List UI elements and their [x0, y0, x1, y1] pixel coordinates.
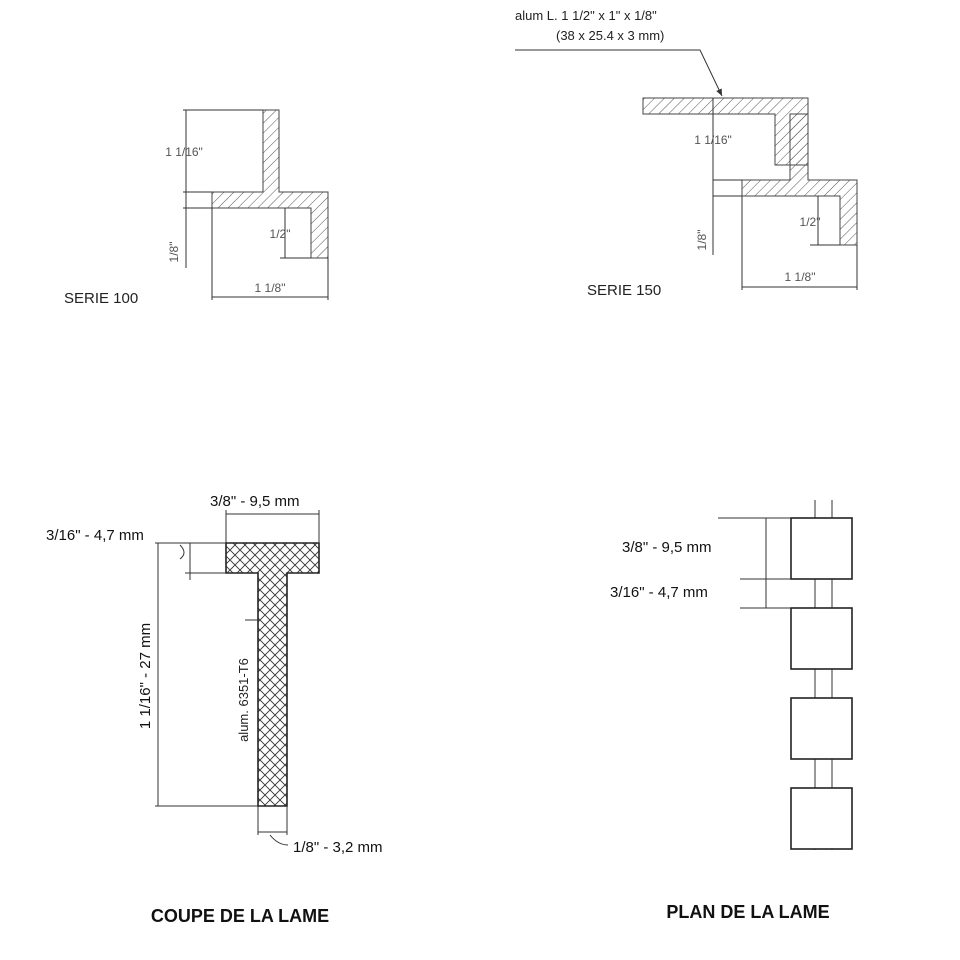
coupe-drawing: 3/8" - 9,5 mm 3/16" - 4,7 mm 1 1/16" - 2…: [46, 493, 383, 926]
serie-150-dim-thickness: 1/8": [695, 230, 709, 251]
serie-150-drawing: alum L. 1 1/2" x 1" x 1/8" (38 x 25.4 x …: [515, 8, 858, 299]
plan-dim-gap: 3/16" - 4,7 mm: [610, 584, 708, 601]
coupe-material-label: alum. 6351-T6: [236, 658, 251, 742]
plan-block: [790, 787, 853, 850]
coupe-title: COUPE DE LA LAME: [151, 906, 329, 926]
serie-150-label: SERIE 150: [587, 282, 661, 299]
plan-block: [790, 517, 853, 580]
coupe-dim-web: 1/8" - 3,2 mm: [293, 839, 383, 856]
serie-150-top-angle: [642, 97, 809, 166]
plan-block: [790, 697, 853, 760]
serie-150-callout-leader: [515, 49, 723, 97]
serie-100-dim-height: 1 1/16": [165, 145, 203, 159]
serie-150-dim-height: 1 1/16": [694, 133, 732, 147]
serie-100-dim-width: 1 1/8": [255, 281, 286, 295]
coupe-dim-flange: 3/16" - 4,7 mm: [46, 527, 144, 544]
serie-150-callout-line2: (38 x 25.4 x 3 mm): [556, 28, 664, 43]
serie-100-dim-half: 1/2": [270, 227, 291, 241]
plan-dim-block: 3/8" - 9,5 mm: [622, 539, 712, 556]
serie-150-callout-line1: alum L. 1 1/2" x 1" x 1/8": [515, 8, 657, 23]
plan-title: PLAN DE LA LAME: [666, 902, 829, 922]
serie-100-dim-thickness: 1/8": [167, 242, 181, 263]
serie-150-dim-half: 1/2": [800, 215, 821, 229]
coupe-dim-top-width: 3/8" - 9,5 mm: [210, 493, 300, 510]
plan-drawing: 3/8" - 9,5 mm 3/16" - 4,7 mm PLAN DE LA …: [610, 500, 853, 922]
serie-100-drawing: 1 1/16" 1/8" 1/2" 1 1/8" SERIE 100: [64, 109, 329, 307]
serie-150-dim-width: 1 1/8": [785, 270, 816, 284]
plan-block: [790, 607, 853, 670]
serie-100-label: SERIE 100: [64, 290, 138, 307]
coupe-dim-height: 1 1/16" - 27 mm: [137, 623, 154, 729]
